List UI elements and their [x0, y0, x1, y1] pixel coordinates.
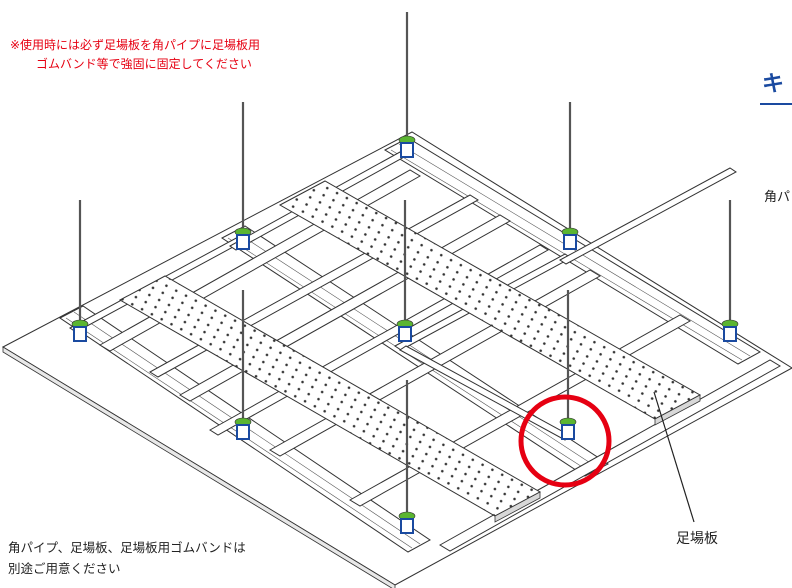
- materials-note-line-1: 角パイプ、足場板、足場板用ゴムバンドは: [8, 540, 246, 555]
- hanger-clip-icon: [398, 135, 416, 158]
- materials-note-line-2: 別途ご用意ください: [8, 561, 121, 576]
- warning-line-2: ゴムバンド等で強固に固定してください: [36, 57, 252, 71]
- scaffold-board-2: [278, 180, 702, 426]
- hanger-clip-icon: [561, 227, 579, 250]
- hanger-clip-icon: [721, 319, 739, 342]
- hanger-rods: [78, 12, 732, 516]
- red-circle-highlight: [518, 394, 612, 488]
- warning-line-1: ※使用時には必ず足場板を角パイプに足場板用: [10, 38, 261, 52]
- callout-leader-line: [653, 391, 695, 523]
- hanger-clips: [71, 135, 739, 534]
- hanger-clip-icon: [396, 319, 414, 342]
- scaffold-board-1: [118, 275, 542, 523]
- hanger-clip-icon: [559, 417, 577, 440]
- hanger-clip-icon: [398, 511, 416, 534]
- warning-note: ※使用時には必ず足場板を角パイプに足場板用 ゴムバンド等で強固に固定してください: [10, 36, 260, 74]
- materials-note: 角パイプ、足場板、足場板用ゴムバンドは 別途ご用意ください: [8, 537, 246, 579]
- hanger-clip-icon: [234, 417, 252, 440]
- scaffold-board-label: 足場板: [676, 531, 718, 547]
- edge-heading: キ: [762, 72, 785, 97]
- edge-text: 角パ: [764, 190, 791, 205]
- hanger-clip-icon: [234, 227, 252, 250]
- hanger-clip-icon: [71, 319, 89, 342]
